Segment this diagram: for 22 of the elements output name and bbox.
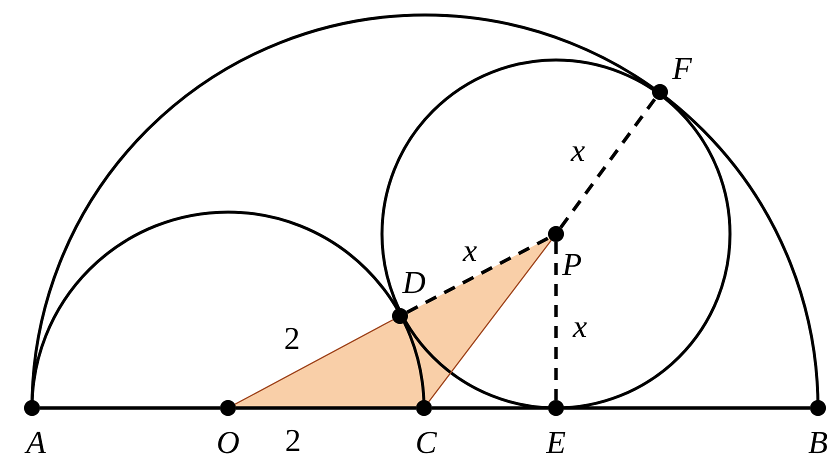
point-label: F	[672, 52, 692, 84]
line-segment	[40, 406, 220, 410]
line-segment	[564, 406, 810, 410]
line-segment	[236, 406, 416, 410]
point-label: D	[402, 266, 426, 298]
edge-label: x	[462, 234, 478, 266]
line-segment	[554, 242, 558, 400]
point-label: A	[26, 426, 46, 458]
edge-label: 2	[284, 322, 300, 354]
point-label: C	[415, 426, 437, 458]
edge-label: x	[570, 134, 586, 166]
point-label: O	[216, 426, 240, 458]
point-label: E	[546, 426, 566, 458]
point-label: P	[562, 248, 582, 280]
line-segment	[559, 97, 657, 229]
edge-label: 2	[285, 424, 301, 456]
line-segment	[432, 406, 548, 410]
point-label: B	[808, 426, 828, 458]
line-segment	[428, 240, 552, 402]
line-segment	[406, 236, 550, 314]
line-segment	[234, 319, 394, 405]
edge-label: x	[572, 310, 588, 342]
